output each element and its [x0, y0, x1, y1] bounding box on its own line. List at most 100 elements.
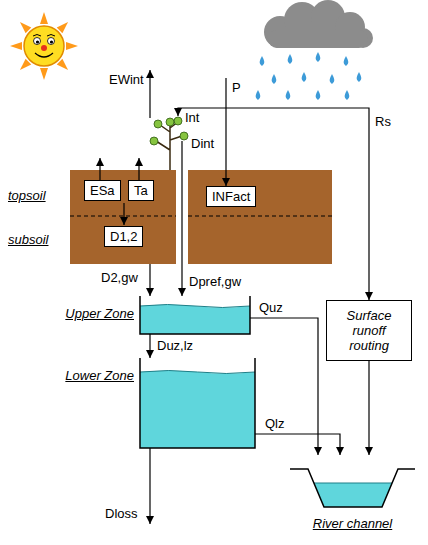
- water-surface: [314, 483, 392, 484]
- rain-drop: [272, 74, 277, 84]
- sun-ray: [17, 19, 31, 33]
- flux-label: Dpref,gw: [188, 274, 242, 289]
- sun-pupil: [50, 40, 53, 43]
- soil-evaporation-arrow: [99, 158, 100, 180]
- flux-label: P: [231, 80, 242, 95]
- evaporation-arrow: [149, 70, 150, 118]
- tank-wall: [140, 296, 250, 334]
- layer-boundary: [70, 216, 176, 217]
- flux-lines: [100, 70, 369, 524]
- plant-leaf: [180, 132, 188, 140]
- sun-eye: [34, 38, 41, 45]
- water-surface: [140, 305, 250, 308]
- plant-leaf: [154, 120, 162, 128]
- sun-ray: [10, 42, 22, 50]
- box-label: ESa: [90, 183, 115, 198]
- process-box: INFact: [206, 186, 256, 207]
- rain-drop: [316, 52, 321, 62]
- layer-name: subsoil: [8, 232, 68, 247]
- box-label: Surface runoff routing: [332, 308, 406, 353]
- sun-disc: [24, 26, 64, 66]
- channel-bank: [290, 469, 415, 507]
- tank-shape: [140, 358, 255, 448]
- flow-connector: [149, 334, 150, 358]
- sun-eye: [48, 38, 55, 45]
- loss-arrow: [149, 448, 150, 524]
- flux-label: Dint: [190, 136, 215, 151]
- rain-drop: [286, 90, 291, 100]
- rain-drop: [260, 56, 265, 66]
- rain-drop: [330, 74, 335, 84]
- process-box: ESa: [84, 180, 121, 201]
- rain-drops: [256, 52, 362, 100]
- layer-name: Lower Zone: [34, 368, 134, 383]
- transpiration-arrow: [138, 158, 139, 180]
- rain-drop: [256, 90, 261, 100]
- plant-leaf: [174, 117, 182, 125]
- percolation-arrow: [123, 203, 124, 225]
- soil-block: topsoilsubsoilESaTaD1,2INFact: [70, 170, 332, 264]
- water: [140, 371, 255, 449]
- edge-label: Qlz: [264, 416, 286, 431]
- process-box: D1,2: [104, 226, 143, 247]
- plant-leaf: [150, 137, 158, 145]
- water: [314, 483, 392, 507]
- rain-drop: [345, 90, 350, 100]
- sun-ray: [57, 59, 71, 73]
- rain-drop: [357, 72, 362, 82]
- sun-pupil: [36, 40, 39, 43]
- layer-name: River channel: [290, 516, 415, 531]
- sun-ray: [17, 59, 31, 73]
- cloud-part: [268, 30, 368, 48]
- tank-wall: [140, 358, 255, 448]
- layer-name: Upper Zone: [34, 306, 134, 321]
- sun-smile: [35, 53, 53, 57]
- layer-boundary: [188, 216, 332, 217]
- edge-label: Duz,lz: [156, 338, 194, 353]
- box-label: Ta: [134, 183, 148, 198]
- sun-brow: [33, 35, 41, 37]
- flux-label: EWint: [108, 72, 145, 87]
- edge-label: Quz: [258, 300, 284, 315]
- sun-ray: [40, 12, 48, 24]
- preferential-flow-arrow: [181, 141, 182, 296]
- plant-leaf: [166, 118, 174, 126]
- sun-ray: [40, 68, 48, 80]
- water-surface: [140, 371, 255, 374]
- flux-label: Dloss: [104, 506, 139, 521]
- flux-label: Rs: [374, 114, 392, 129]
- rain-drop: [316, 90, 321, 100]
- sun-ray: [66, 42, 78, 50]
- box-label: INFact: [212, 189, 250, 204]
- layer-name: topsoil: [8, 188, 68, 203]
- channel-shape: [290, 455, 415, 513]
- rain-drop: [344, 56, 349, 66]
- precipitation-arrow: [225, 78, 226, 186]
- sun-brow: [47, 35, 55, 37]
- tank-shape: [140, 296, 250, 334]
- flux-label: Int: [184, 110, 200, 125]
- flow-connector: [255, 434, 340, 455]
- storage-tank: Upper Zone: [140, 296, 250, 334]
- process-box: Ta: [128, 180, 154, 201]
- soil-body: [70, 170, 332, 264]
- rain-drop: [288, 54, 293, 64]
- flow-connector: [368, 361, 369, 455]
- river-channel: River channel: [290, 455, 415, 513]
- flow-connector: [149, 264, 150, 296]
- process-box: Surface runoff routing: [326, 300, 412, 361]
- rain-drop: [302, 72, 307, 82]
- plant-stem: [156, 122, 182, 170]
- sun-nose: [41, 45, 47, 51]
- sun-icon: [10, 12, 78, 80]
- box-label: D1,2: [110, 229, 137, 244]
- cloud-icon: [264, 0, 373, 48]
- sun-ray: [57, 19, 71, 33]
- water: [140, 305, 250, 335]
- soil-fill: [70, 170, 332, 264]
- edge-label: D2,gw: [100, 270, 139, 285]
- storage-tank: Lower Zone: [140, 358, 255, 448]
